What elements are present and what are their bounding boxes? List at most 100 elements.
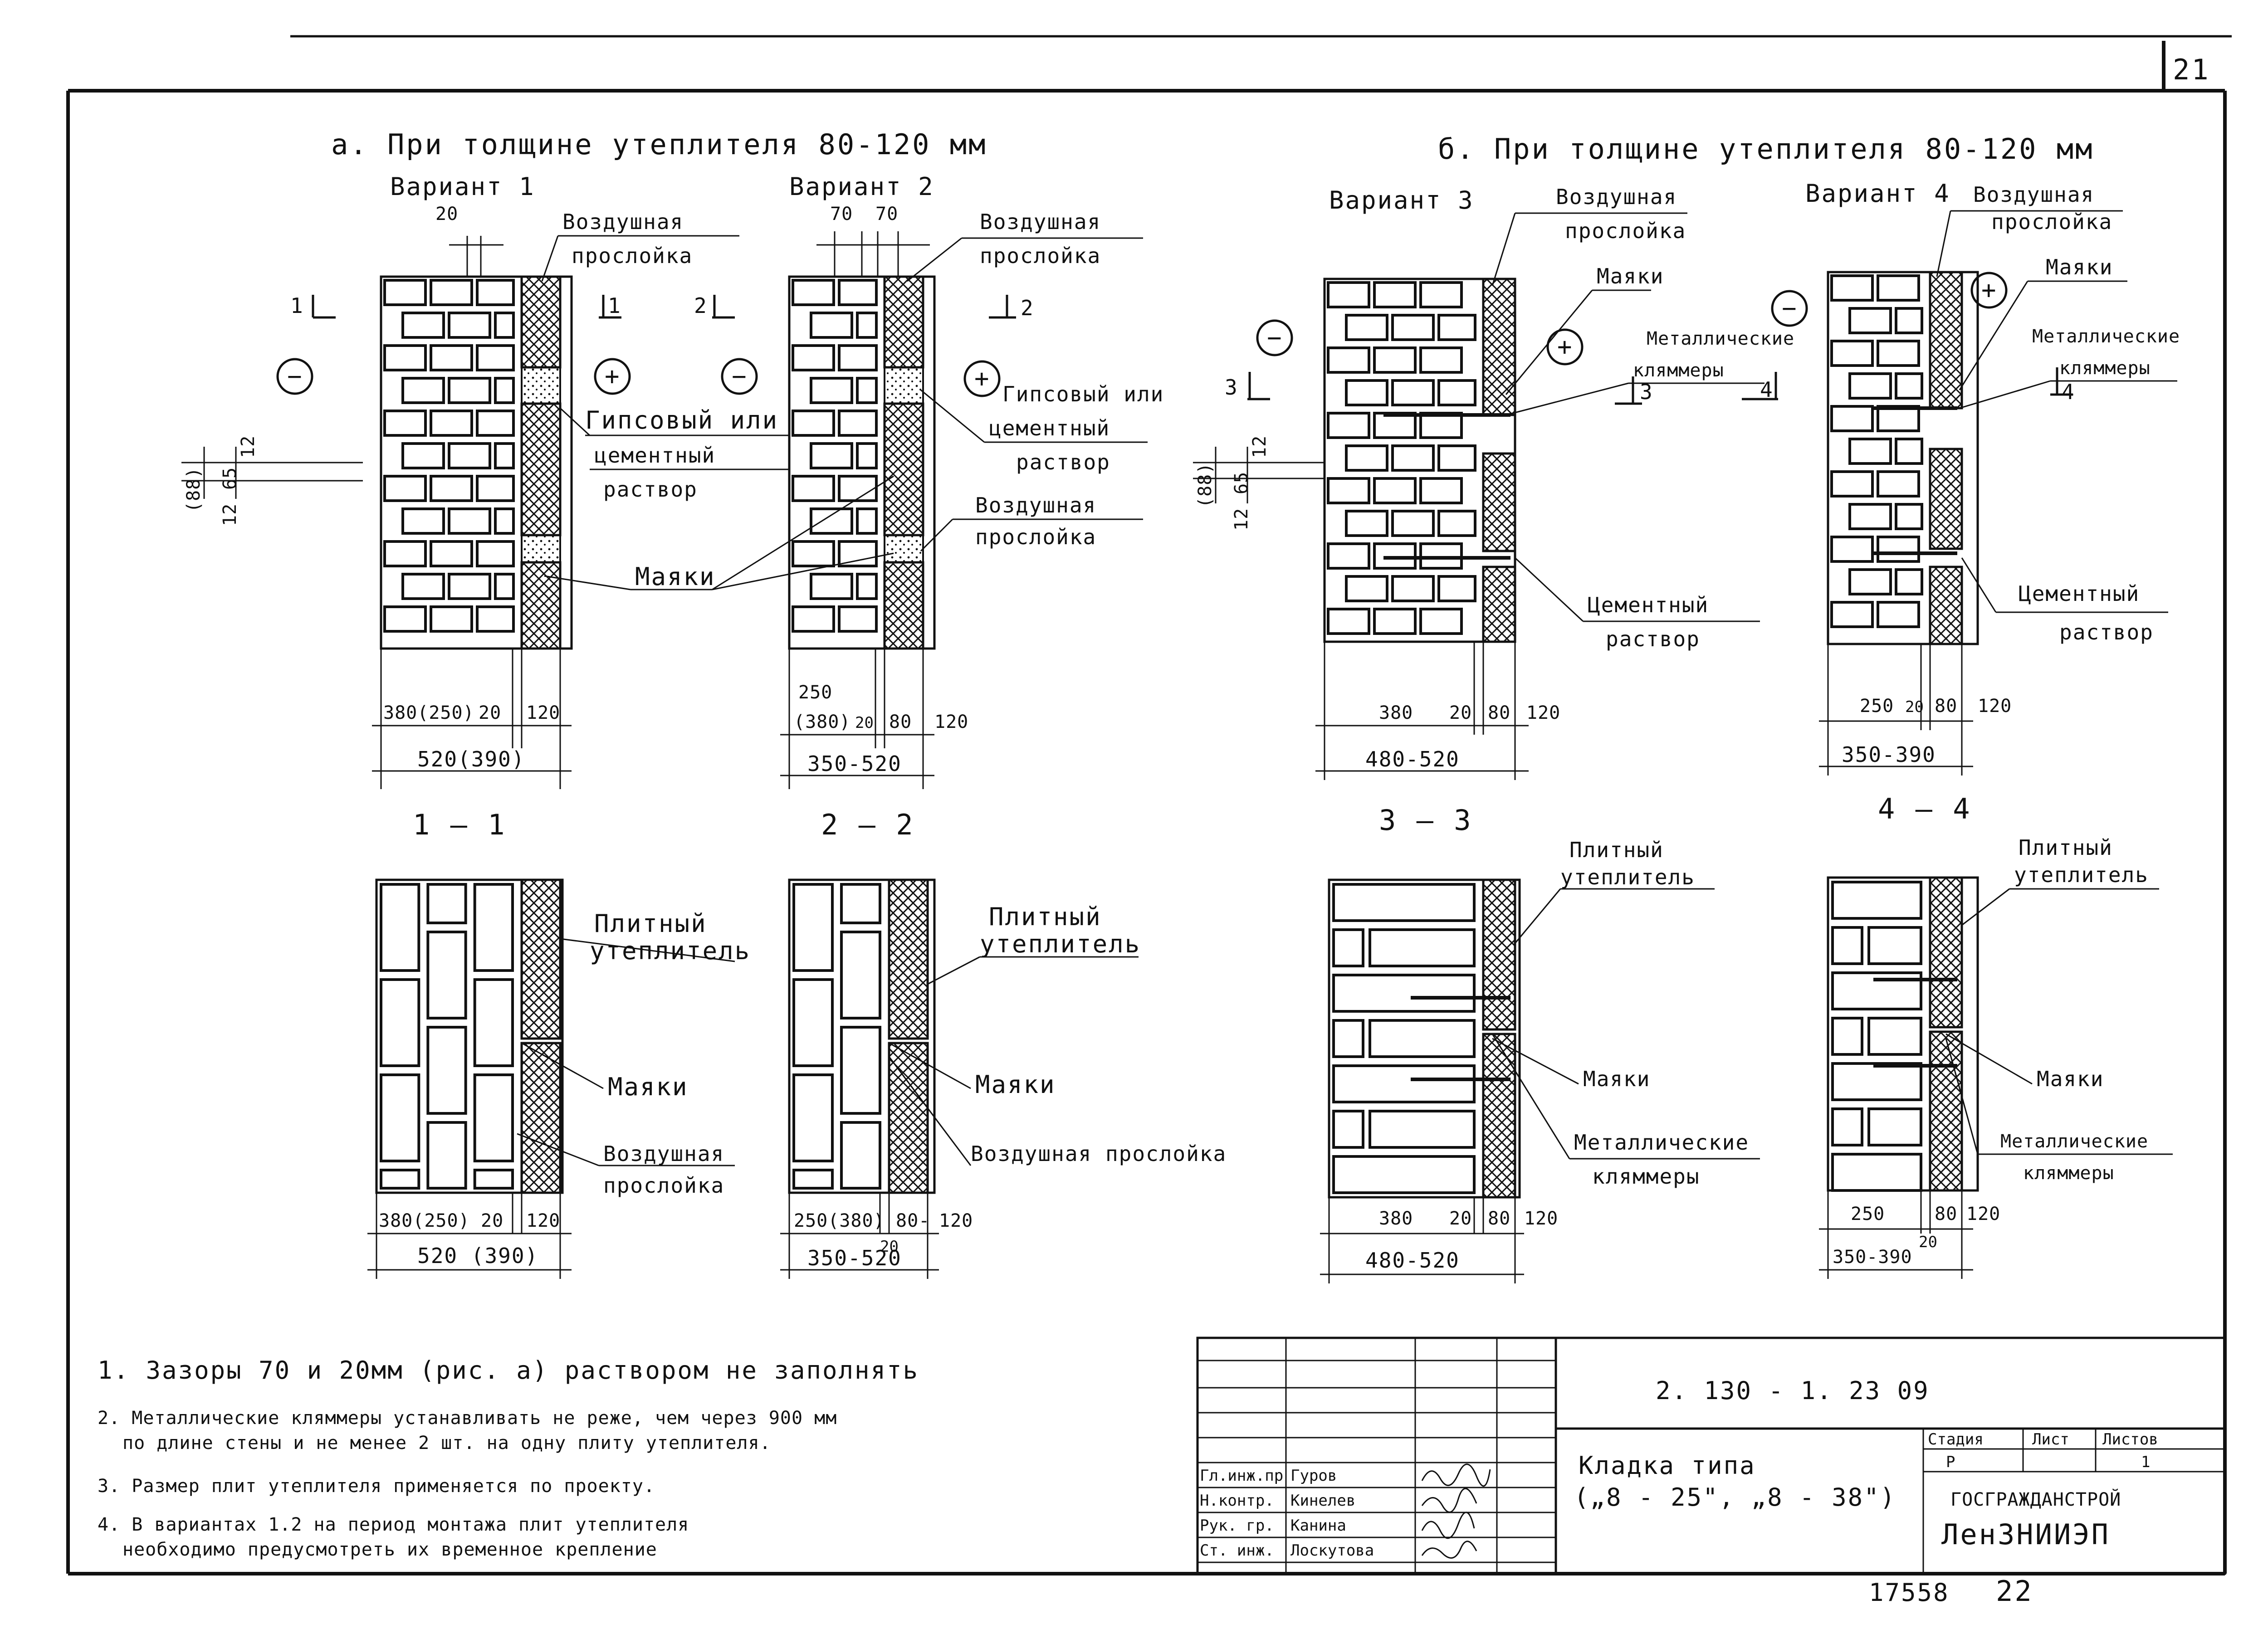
s44-total: 350-390 — [1833, 1247, 1912, 1268]
variant-1-label: Вариант 1 — [390, 172, 535, 201]
brick — [1345, 510, 1388, 537]
name-1: Гуров — [1290, 1467, 1337, 1485]
v4-label-clamps-b: кляммеры — [2059, 358, 2151, 379]
brick — [856, 442, 878, 469]
section-a-title: а. При толщине утеплителя 80-120 мм — [331, 128, 987, 161]
brick — [1848, 503, 1892, 530]
section-1-1-drawing — [375, 878, 564, 1194]
brick — [1895, 568, 1923, 595]
v1-dim-380: 380(250) — [383, 702, 474, 723]
brick — [1437, 314, 1476, 341]
section-1-1-label: 1 — 1 — [413, 808, 507, 841]
brick — [1327, 542, 1370, 570]
s22-dim-80: 80- — [896, 1210, 930, 1231]
brick — [383, 410, 427, 437]
v1-dim-20: 20 — [435, 204, 458, 224]
brick — [383, 344, 427, 371]
v1-dim-12b: 12 — [220, 503, 240, 526]
brick — [1831, 971, 1922, 1010]
brick — [810, 507, 853, 535]
brick — [1895, 438, 1923, 465]
brick — [1419, 412, 1463, 439]
s11-label-air-b: прослойка — [603, 1173, 724, 1198]
stage-header: Стадия — [1928, 1430, 1984, 1449]
brick — [1877, 601, 1920, 628]
brick — [1877, 405, 1920, 432]
v1-dim-88: (88) — [183, 467, 204, 512]
v2-plaster-label: Гипсовый или — [1002, 382, 1164, 406]
v3-plus-sign: + — [1557, 332, 1574, 361]
v3-label-clamps-b: кляммеры — [1633, 360, 1724, 381]
brick — [1830, 536, 1874, 563]
brick — [1437, 575, 1476, 602]
cut-2-left: 2 — [694, 293, 708, 318]
name-2: Кинелев — [1290, 1492, 1355, 1510]
brick — [1332, 883, 1476, 922]
brick — [1419, 281, 1463, 308]
variant-1-wall — [380, 275, 573, 650]
brick — [430, 605, 473, 633]
brick — [856, 377, 878, 404]
cut-1-left: 1 — [290, 293, 304, 318]
s33-dim-380: 380 — [1379, 1208, 1413, 1229]
v1-plaster-label-b: цементный — [594, 443, 715, 468]
s33-label-insulation-b: утеплитель — [1560, 865, 1695, 889]
org-name-2: ЛенЗНИИЭП — [1941, 1518, 2110, 1551]
brick — [1327, 412, 1370, 439]
notes: 1. Зазоры 70 и 20мм (рис. а) раствором н… — [98, 1356, 918, 1560]
v3-dim-12a: 12 — [1249, 435, 1270, 458]
stage-value: Р — [1946, 1453, 1955, 1471]
s33-dim-80: 80 — [1488, 1208, 1510, 1229]
brick — [1848, 568, 1892, 595]
brick — [448, 312, 491, 339]
v3-label-clamps: Металлические — [1647, 328, 1794, 349]
brick — [1437, 379, 1476, 406]
s22-label-insulation: Плитный — [989, 902, 1102, 931]
brick — [1369, 1110, 1476, 1149]
brick — [476, 540, 515, 567]
brick — [856, 507, 878, 535]
v3-label-air: Воздушная — [1556, 185, 1677, 209]
note-2: 2. Металлические кляммеры устанавливать … — [98, 1408, 837, 1429]
s44-label-beacons: Маяки — [2037, 1067, 2104, 1091]
v4-label-mortar-b: раствор — [2059, 620, 2154, 644]
title-block — [1196, 1336, 2226, 1575]
brick — [1831, 1153, 1922, 1192]
s11-label-insulation: Плитный — [594, 909, 707, 938]
brick — [448, 507, 491, 535]
role-1: Гл.инж.пр — [1200, 1467, 1283, 1485]
brick — [476, 410, 515, 437]
brick — [430, 279, 473, 306]
brick — [856, 312, 878, 339]
brick — [792, 883, 834, 972]
brick — [1831, 1107, 1863, 1146]
brick — [1830, 601, 1874, 628]
s33-total: 480-520 — [1365, 1248, 1460, 1273]
v1-air-gap-label: Воздушная — [562, 210, 684, 234]
brick — [810, 377, 853, 404]
brick — [380, 978, 420, 1067]
s44-dim-20: 20 — [1919, 1233, 1937, 1251]
brick — [401, 507, 445, 535]
brick — [1830, 274, 1874, 302]
brick — [401, 573, 445, 600]
s22-bottom-dims: 250(380) 80- 120 350-520 20 — [780, 1193, 973, 1279]
brick — [1391, 379, 1435, 406]
v4-dim-250: 250 — [1860, 696, 1894, 717]
v2-air-gap-label-b: прослойка — [980, 244, 1101, 268]
brick — [1831, 926, 1863, 965]
name-3: Канина — [1290, 1517, 1346, 1535]
brick — [1373, 412, 1417, 439]
brick — [383, 540, 427, 567]
doc-code: 2. 130 - 1. 23 09 — [1656, 1376, 1930, 1405]
sheet-header: Лист — [2032, 1430, 2069, 1449]
brick — [1848, 372, 1892, 400]
cut-4-left: 4 — [1760, 377, 1774, 402]
brick — [1419, 477, 1463, 504]
v4-plus-sign: + — [1981, 276, 1998, 304]
title-line-2: („8 - 25", „8 - 38") — [1574, 1483, 1896, 1512]
brick — [1345, 379, 1388, 406]
v4-dim-120: 120 — [1978, 696, 2012, 717]
v2-dim-80: 80 — [889, 712, 912, 732]
brick — [1419, 346, 1463, 374]
